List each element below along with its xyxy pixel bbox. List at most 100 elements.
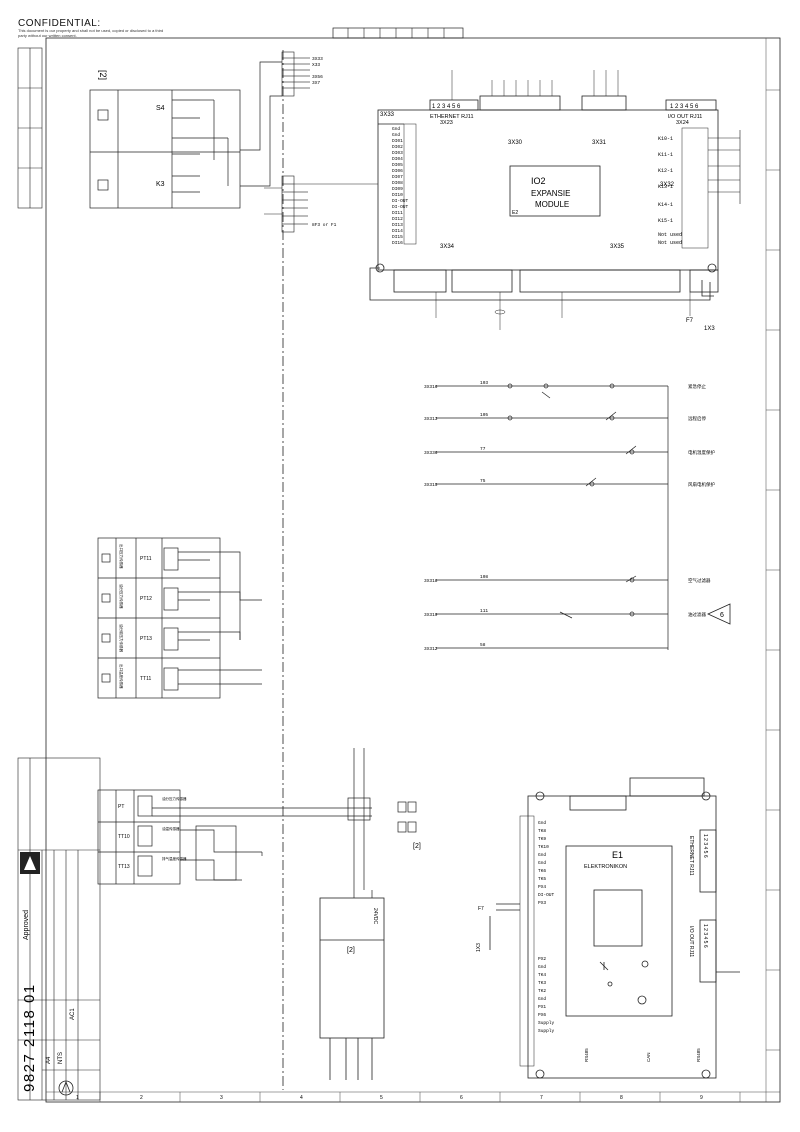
svg-text:111: 111 [480, 608, 488, 614]
svg-text:TK6: TK6 [538, 868, 546, 874]
warning-triangle: 6 [707, 603, 731, 625]
io-out-connector-id: 3X24 [676, 120, 689, 126]
svg-text:1: 1 [76, 1095, 79, 1101]
svg-text:DI11: DI11 [392, 210, 403, 216]
sheet-label: AC1 [70, 1008, 76, 1020]
svg-text:Supply: Supply [538, 1020, 555, 1026]
company-logo [20, 852, 40, 874]
connector-3x30: 3X30 [508, 140, 523, 146]
io-right-wires [708, 130, 741, 204]
terminal-strip-top [264, 51, 378, 233]
svg-text:3X312: 3X312 [424, 646, 438, 652]
sheet-border [45, 37, 781, 1103]
svg-text:DI-OUT: DI-OUT [392, 204, 409, 210]
svg-text:Not used: Not used [658, 240, 682, 246]
svg-text:油分压力传感器: 油分压力传感器 [162, 796, 187, 801]
svg-text:K11-1: K11-1 [658, 152, 673, 158]
svg-text:8: 8 [620, 1095, 623, 1101]
svg-text:油过滤器: 油过滤器 [688, 611, 706, 618]
svg-text:PT12: PT12 [140, 596, 152, 602]
svg-text:DI01: DI01 [392, 138, 403, 144]
svg-text:风扇电机保护: 风扇电机保护 [688, 481, 715, 488]
term-signal-5: 3X7 [312, 80, 320, 86]
svg-text:PT13: PT13 [140, 636, 152, 642]
svg-text:TK5: TK5 [538, 876, 546, 882]
svg-text:DI06: DI06 [392, 168, 403, 174]
controller-1x3-label: 1X3 [476, 943, 482, 952]
ethernet-connector-pins: 1 2 3 4 5 6 [432, 104, 461, 110]
sensor-tags-bottom: PT TT10 TT13 油分压力传感器 油温传感器 排气温度传感器 [118, 796, 187, 870]
controller-left-pins: Gnd TK8 TK9 TK10 Gnd Gnd TK6 TK5 PX4 DI-… [538, 820, 555, 1034]
title-block [17, 757, 101, 1101]
svg-text:CAN: CAN [646, 1052, 651, 1062]
svg-text:DI08: DI08 [392, 180, 403, 186]
controller-ref: E1 [612, 850, 623, 860]
svg-text:TT10: TT10 [118, 834, 130, 840]
earth-label-f7: F7 [686, 318, 694, 324]
svg-text:出口压力传感器: 出口压力传感器 [119, 544, 124, 569]
io-out-connector-label: I/O OUT RJ11 [668, 114, 702, 120]
svg-text:PX3: PX3 [538, 900, 546, 906]
svg-text:PT11: PT11 [140, 556, 152, 562]
svg-text:电机温度保护: 电机温度保护 [688, 449, 715, 456]
controller-io-out-label: I/O OUT RJ11 [688, 926, 694, 957]
svg-text:PX4: PX4 [538, 884, 546, 890]
power-box-ref: [2] [347, 947, 355, 954]
approved-label: Approved [23, 910, 30, 940]
svg-text:PT: PT [118, 804, 124, 810]
svg-text:TK10: TK10 [538, 844, 549, 850]
svg-text:TK4: TK4 [538, 972, 546, 978]
svg-text:Gnd: Gnd [538, 820, 546, 826]
svg-text:K13-1: K13-1 [658, 184, 673, 190]
controller-bottom-pins: RS485 CAN RS485 [584, 1048, 701, 1062]
svg-text:DI03: DI03 [392, 150, 403, 156]
svg-text:DI15: DI15 [392, 234, 403, 240]
svg-text:Gnd: Gnd [538, 852, 546, 858]
svg-text:Gnd: Gnd [392, 132, 400, 138]
svg-text:K12-1: K12-1 [658, 168, 673, 174]
svg-text:RS485: RS485 [584, 1048, 589, 1062]
circuit-source-labels: 3X316 3X313 3X336 3X315 3X318 3X319 3X31… [424, 384, 438, 652]
connector-3x33: 3X33 [380, 112, 395, 118]
controller-earth-label: F7 [478, 906, 484, 912]
top-tab-strip [332, 27, 464, 39]
svg-text:5: 5 [380, 1095, 383, 1101]
svg-text:103: 103 [480, 380, 488, 386]
svg-text:3X336: 3X336 [424, 450, 438, 456]
right-margin-ruler [765, 38, 780, 1102]
svg-text:K14-1: K14-1 [658, 202, 673, 208]
sensor-box-middle [97, 537, 262, 699]
svg-text:Not used: Not used [658, 232, 682, 238]
svg-text:6: 6 [460, 1095, 463, 1101]
svg-text:出口温度传感器: 出口温度传感器 [119, 664, 124, 689]
svg-text:DI05: DI05 [392, 162, 403, 168]
svg-text:紧急停止: 紧急停止 [688, 383, 706, 390]
svg-text:TK9: TK9 [538, 836, 546, 842]
power-supply-box [319, 897, 385, 1080]
io-module-ref: E2 [512, 210, 518, 216]
io-out-connector-pins: 1 2 3 4 5 6 [670, 104, 699, 110]
ethernet-connector-label: ETHERNET RJ11 [430, 114, 474, 120]
io-module-title-1: EXPANSIE [531, 189, 570, 198]
connector-3x32: 3X32 [660, 182, 675, 188]
svg-text:油分压力传感器: 油分压力传感器 [119, 584, 124, 609]
svg-text:3: 3 [220, 1095, 223, 1101]
power-box-label: 24VDC [372, 908, 378, 925]
svg-text:9: 9 [700, 1095, 703, 1101]
svg-text:4: 4 [300, 1095, 303, 1101]
ethernet-connector-id: 3X23 [440, 120, 453, 126]
io-expansion-module [369, 95, 719, 301]
svg-text:PX2: PX2 [538, 956, 546, 962]
svg-text:105: 105 [480, 412, 488, 418]
format-label: A4 [46, 1056, 52, 1064]
svg-text:58: 58 [480, 642, 486, 648]
cable-run-center [347, 748, 417, 898]
svg-text:DI02: DI02 [392, 144, 403, 150]
term-signal-4: 8F3 or F1 [312, 222, 337, 228]
svg-text:TK3: TK3 [538, 980, 546, 986]
svg-text:空气过滤器: 空气过滤器 [688, 577, 711, 584]
controller-io-out-pins: 1 2 3 4 5 6 [702, 924, 708, 948]
io-left-pin-list: Gnd Gnd DI01 DI02 DI03 DI04 DI05 DI06 DI… [392, 126, 409, 246]
svg-text:DI-OUT: DI-OUT [538, 892, 555, 898]
